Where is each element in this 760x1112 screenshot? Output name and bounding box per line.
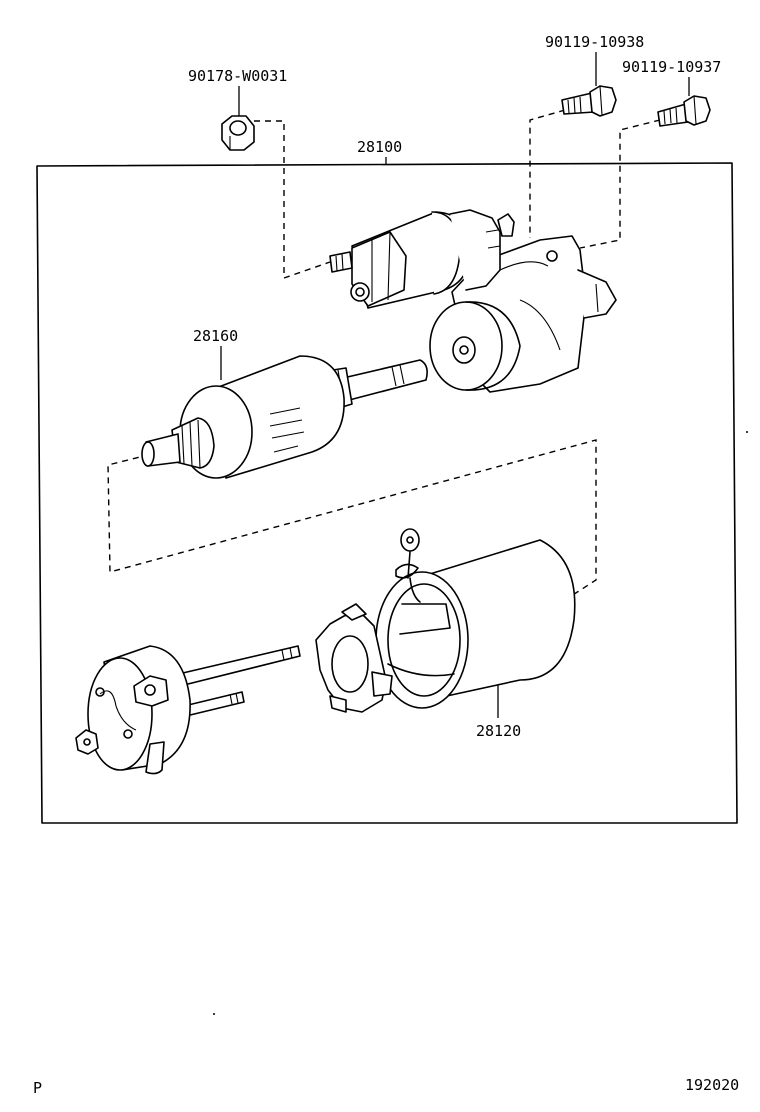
stray-dot <box>213 1013 215 1015</box>
corner-code-left: P <box>33 1079 43 1097</box>
nut-icon[interactable] <box>221 115 255 151</box>
armature-icon[interactable] <box>141 355 428 479</box>
assembly-frame <box>36 162 738 824</box>
label-90178-W0031[interactable]: 90178-W0031 <box>188 67 287 85</box>
label-90119-10937[interactable]: 90119-10937 <box>622 58 721 76</box>
label-28100[interactable]: 28100 <box>357 138 402 156</box>
drive-housing-icon[interactable] <box>329 209 617 393</box>
stray-dot <box>746 431 748 433</box>
label-28120[interactable]: 28120 <box>476 722 521 740</box>
bolt-icon[interactable] <box>657 95 711 127</box>
alignment-dashes <box>107 109 661 599</box>
label-28160[interactable]: 28160 <box>193 327 238 345</box>
label-90119-10938[interactable]: 90119-10938 <box>545 33 644 51</box>
brush-holder-icon[interactable] <box>315 603 393 713</box>
end-cover-icon[interactable] <box>75 645 301 775</box>
yoke-icon[interactable] <box>375 528 576 709</box>
corner-code-right: 192020 <box>685 1076 740 1094</box>
bolt-icon[interactable] <box>561 85 617 117</box>
